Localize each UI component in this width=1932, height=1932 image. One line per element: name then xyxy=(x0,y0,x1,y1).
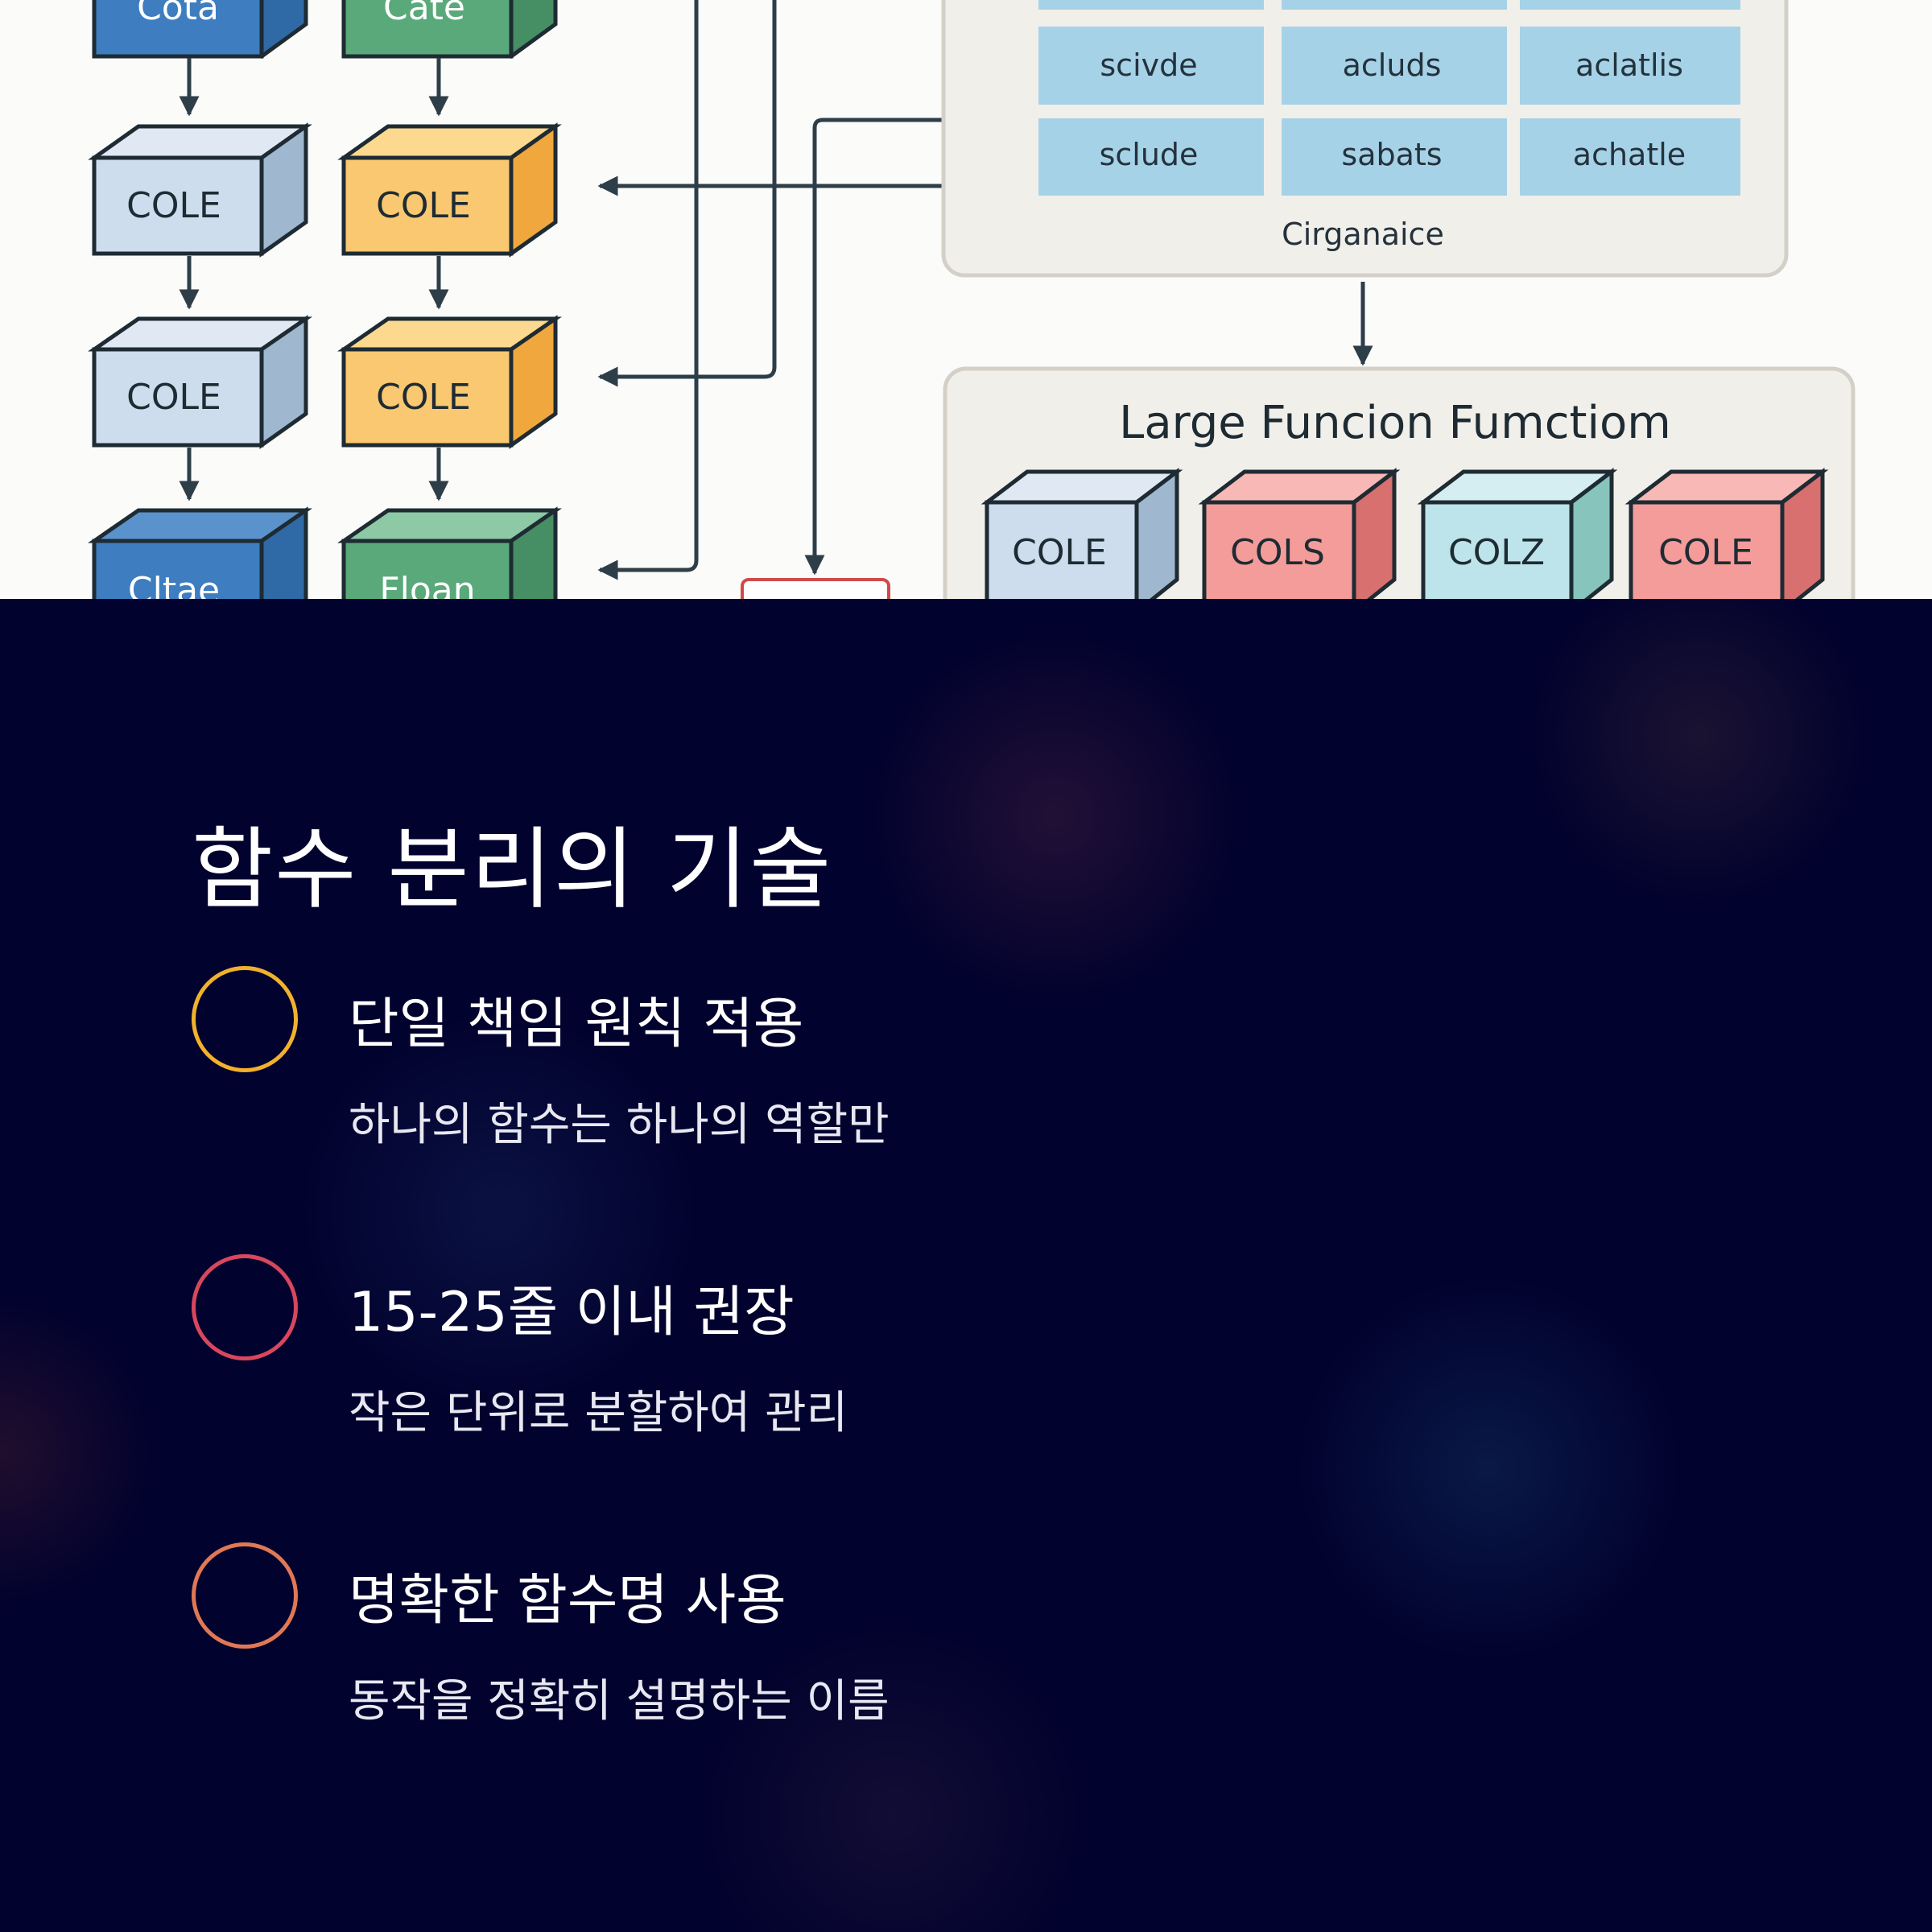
point-2-circle-icon xyxy=(192,1254,298,1360)
grid-cell xyxy=(1038,118,1264,196)
cube-left-0-label: Cota xyxy=(137,0,219,28)
content-slide: 함수 분리의 기술 단일 책임 원칙 적용 하나의 함수는 하나의 역할만 15… xyxy=(0,599,1932,1932)
small-red-box xyxy=(741,578,890,599)
grid-cell xyxy=(1282,118,1507,196)
diagram-svg: Cota COLE COLE Cltae Cate COLE COLE xyxy=(87,0,1856,599)
cube-left-1-label: COLE xyxy=(126,185,221,226)
point-2-description: 작은 단위로 분할하여 관리 xyxy=(349,1387,848,1439)
grid-cell xyxy=(1520,27,1740,105)
grid-cell-label: sabats xyxy=(1341,137,1442,172)
grid-cell xyxy=(1520,118,1740,196)
cube-right-2-label: COLE xyxy=(376,377,471,418)
function-block-1-label: COLS xyxy=(1230,532,1325,573)
point-2-title: 15-25줄 이내 권장 xyxy=(349,1281,795,1344)
cube-right-0: Cate xyxy=(341,0,558,59)
cube-left-1: COLE xyxy=(88,122,312,258)
grid-cell-label: achatle xyxy=(1573,137,1686,172)
connector-lines xyxy=(597,0,1373,580)
cube-right-0-label: Cate xyxy=(383,0,465,28)
function-block-2-label: COLZ xyxy=(1448,532,1545,573)
function-block-0-label: COLE xyxy=(1012,532,1107,573)
grid-cell-label: scivde xyxy=(1100,47,1197,83)
grid-caption: Cirganaice xyxy=(1282,217,1444,252)
cube-left-2: COLE xyxy=(87,315,313,449)
cube-left-3-label: Cltae xyxy=(128,570,220,599)
large-function-panel: Large Funcion Fumctiom COLE COLS COLZ CO… xyxy=(943,366,1856,599)
function-block-2: COLZ xyxy=(1417,467,1618,599)
point-1-description: 하나의 함수는 하나의 역할만 xyxy=(349,1099,890,1151)
cube-left-0: Cota xyxy=(92,0,308,59)
grid-cell-label: acluds xyxy=(1343,47,1442,83)
large-function-title: Large Funcion Fumctiom xyxy=(1119,397,1671,449)
grid-cell-label: aclatlis xyxy=(1575,47,1683,83)
cube-right-1: COLE xyxy=(337,122,562,258)
column-flow-arrows xyxy=(179,58,449,502)
point-1-circle-icon xyxy=(192,966,298,1072)
function-block-1: COLS xyxy=(1198,467,1401,599)
cube-right-2: COLE xyxy=(336,315,563,449)
point-1-title: 단일 책임 원칙 적용 xyxy=(349,993,804,1056)
function-block-3: COLE xyxy=(1624,467,1829,599)
grid-panel: scivde acluds aclatlis sclude sabats ach… xyxy=(941,0,1789,278)
slide-title: 함수 분리의 기술 xyxy=(192,818,833,921)
grid-cell xyxy=(1038,27,1264,105)
point-3-circle-icon xyxy=(192,1542,298,1649)
cube-left-3: Cltae xyxy=(87,506,313,599)
cube-left-2-label: COLE xyxy=(126,377,221,418)
cube-right-3: Floan xyxy=(336,506,563,599)
function-block-0: COLE xyxy=(980,467,1183,599)
cube-right-3-label: Floan xyxy=(379,570,475,599)
grid-cell-label: sclude xyxy=(1100,137,1199,172)
cube-right-1-label: COLE xyxy=(376,185,471,226)
point-3-description: 동작을 정확히 설명하는 이름 xyxy=(349,1675,890,1728)
function-diagram-illustration: Cota COLE COLE Cltae Cate COLE COLE xyxy=(0,0,1932,599)
point-3-title: 명확한 함수명 사용 xyxy=(349,1569,786,1633)
grid-cell xyxy=(1282,27,1507,105)
function-block-3-label: COLE xyxy=(1658,532,1753,573)
